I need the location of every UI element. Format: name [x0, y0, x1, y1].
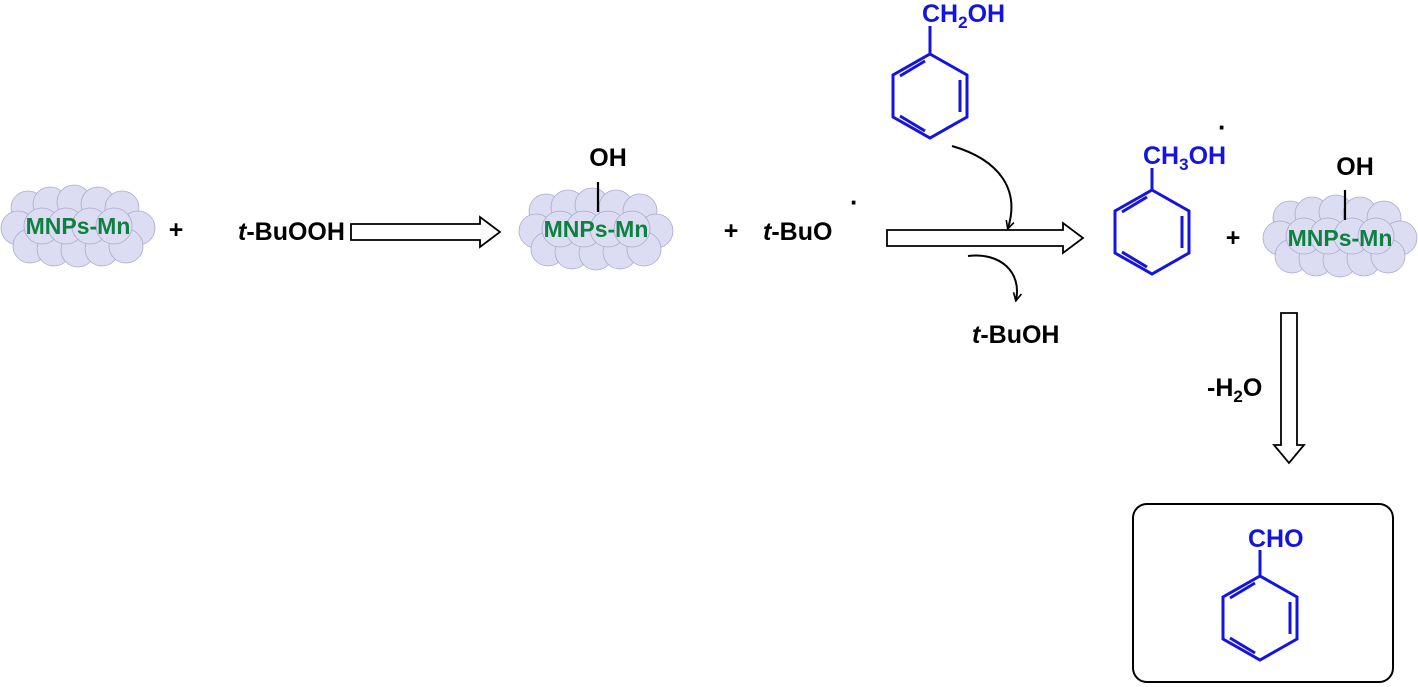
catalyst-nanoparticle-1: MNPs-Mn	[0, 184, 156, 268]
water-loss-label: -H2O	[1207, 374, 1262, 406]
nanoparticle-cluster	[518, 187, 674, 271]
nanoparticle-sphere	[95, 207, 133, 245]
plus-sign-2: +	[724, 217, 739, 245]
hydroxyl-label: OH	[589, 144, 627, 172]
benzyl-alcohol: CH2OH	[891, 0, 1005, 140]
radical-dot: ·	[1218, 112, 1227, 142]
plus-sign-3: +	[1226, 224, 1241, 252]
catalyst-nanoparticle-3: OH MNPs-Mn	[1262, 153, 1418, 278]
benzyl-alcohol-label: CH2OH	[922, 0, 1005, 32]
nanoparticle-cluster	[0, 184, 156, 268]
radical-intermediate: CH3OH ·	[1113, 112, 1227, 276]
product-box: CHO	[1132, 503, 1394, 683]
curved-arrow-in	[951, 145, 1011, 228]
tbuo-radical-label: t-BuO	[763, 218, 832, 246]
benzene-ring	[1221, 550, 1299, 662]
benzaldehyde-label: CHO	[1248, 525, 1304, 553]
radical-intermediate-label: CH3OH	[1143, 142, 1226, 174]
catalyst-label: MNPs-Mn	[1288, 225, 1393, 251]
hydroxyl-label: OH	[1336, 153, 1374, 181]
tbuoh-label: t-BuOH	[972, 321, 1059, 349]
catalyst-label: MNPs-Mn	[26, 213, 131, 239]
nanoparticle-sphere	[613, 210, 651, 248]
benzene-ring	[1113, 168, 1191, 276]
reaction-arrow-3	[1272, 312, 1306, 465]
nanoparticle-cluster	[1262, 194, 1418, 278]
nanoparticle-sphere	[1357, 217, 1395, 255]
radical-dot: ·	[850, 187, 859, 217]
curved-arrow-out	[967, 254, 1017, 300]
reaction-arrow-2	[886, 221, 1085, 255]
catalyst-label: MNPs-Mn	[544, 216, 649, 242]
catalyst-nanoparticle-2: OH MNPs-Mn	[518, 144, 674, 271]
plus-sign-1: +	[169, 216, 184, 244]
benzene-ring	[891, 26, 969, 140]
oxidant-label: t-BuOOH	[238, 218, 345, 246]
reaction-arrow-1	[350, 215, 502, 249]
